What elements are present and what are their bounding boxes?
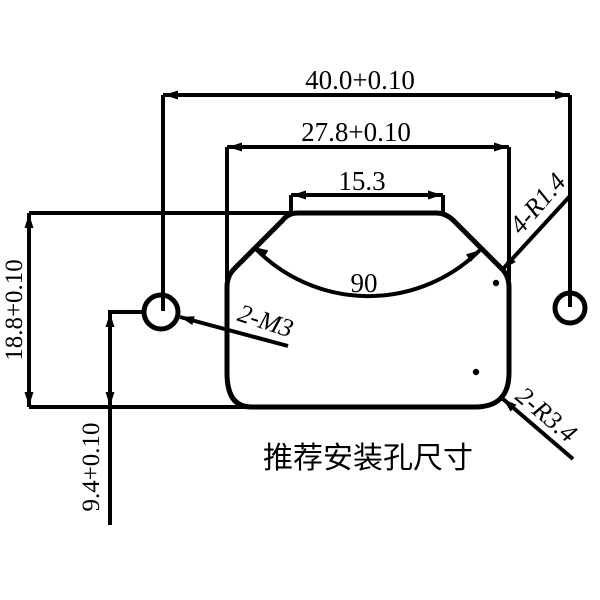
reference-dot bbox=[492, 279, 500, 287]
dimension-arrow bbox=[228, 142, 242, 152]
dimension-arrow bbox=[555, 90, 569, 100]
leader-arrow bbox=[180, 316, 195, 325]
callout-text-holes: 2-M3 bbox=[234, 298, 297, 343]
outline-shape bbox=[224, 210, 512, 410]
dimension-arrow bbox=[105, 392, 115, 406]
leader-line bbox=[501, 194, 572, 271]
dimension-body-height: 18.8+0.10 bbox=[1, 211, 290, 409]
dimension-arrow bbox=[494, 142, 508, 152]
drawing-title: 推荐安装孔尺寸 bbox=[263, 442, 473, 475]
dimension-arrow bbox=[24, 214, 34, 228]
dimension-outer-width: 40.0+0.10 bbox=[161, 65, 572, 311]
dimension-body-width: 27.8+0.10 bbox=[225, 117, 511, 280]
dimension-arrow bbox=[164, 90, 178, 100]
leader-line bbox=[179, 315, 289, 348]
dimension-arrow bbox=[254, 247, 269, 259]
dimension-arrow bbox=[292, 190, 306, 200]
leader-arrow bbox=[503, 255, 516, 269]
reference-dot bbox=[472, 368, 480, 376]
leader-arrow bbox=[503, 399, 517, 412]
callout-holes: 2-M3 bbox=[179, 298, 297, 348]
leader-line bbox=[501, 397, 575, 461]
dimension-hole-height: 9.4+0.10 bbox=[78, 310, 146, 525]
dimension-notch-width: 15.3 bbox=[289, 166, 445, 213]
dimension-arrow bbox=[465, 250, 480, 262]
dimension-text-hole-height: 9.4+0.10 bbox=[78, 422, 105, 511]
dimension-text-body-height: 18.8+0.10 bbox=[1, 259, 28, 361]
angle-arc bbox=[252, 245, 482, 299]
dimension-text-angle: 90 bbox=[351, 268, 378, 298]
dimension-arrow bbox=[428, 190, 442, 200]
dimension-text-notch-width: 15.3 bbox=[338, 166, 385, 196]
dimension-text-body-width: 27.8+0.10 bbox=[301, 117, 411, 147]
dimension-arrow bbox=[105, 313, 115, 327]
dimension-arrow bbox=[24, 392, 34, 406]
callout-large-radius: 2-R3.4 bbox=[501, 381, 583, 461]
dimension-angle: 90 bbox=[252, 245, 482, 299]
part-outline bbox=[224, 210, 512, 410]
dimension-text-outer-width: 40.0+0.10 bbox=[305, 65, 415, 95]
